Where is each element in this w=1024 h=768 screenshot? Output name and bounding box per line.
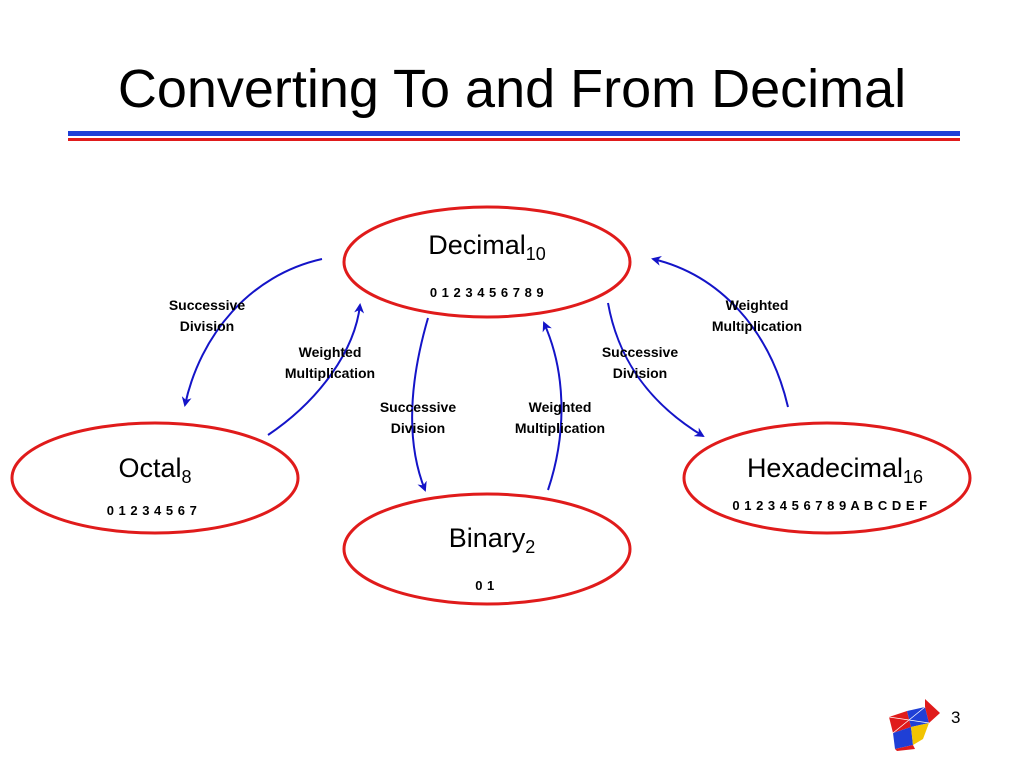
decimal-node [342, 205, 632, 319]
title-underline-blue [68, 131, 960, 136]
edge-label-decimal-to-hex: Successive Division [601, 344, 679, 381]
arrow-decimal-to-hex [607, 302, 705, 438]
edge-label-hex-to-decimal: Weighted Multiplication [711, 297, 803, 334]
arrow-octal-to-decimal [267, 303, 365, 436]
hexadecimal-node [682, 421, 972, 535]
hexadecimal-label: Hexadecimal16 [725, 453, 945, 487]
octal-base: 8 [181, 467, 192, 487]
octal-name: Octal [118, 453, 182, 483]
hexadecimal-base: 16 [903, 467, 924, 487]
edge-label-decimal-to-binary: Successive Division [379, 399, 457, 436]
octal-label: Octal8 [55, 453, 255, 487]
arrow-logo-icon [888, 699, 940, 751]
decimal-base: 10 [525, 244, 546, 264]
octal-digits: 0 1 2 3 4 5 6 7 [106, 503, 198, 518]
decimal-digits: 0 1 2 3 4 5 6 7 8 9 [429, 285, 545, 300]
edge-label-decimal-to-octal: Successive Division [168, 297, 246, 334]
decimal-name: Decimal [428, 230, 526, 260]
arrow-decimal-to-binary [411, 317, 429, 492]
arrow-decimal-to-octal [181, 258, 323, 407]
title-underline-red [68, 138, 960, 141]
hexadecimal-name: Hexadecimal [746, 453, 904, 483]
octal-node [10, 421, 300, 535]
page-number: 3 [951, 708, 961, 727]
binary-node [342, 492, 632, 606]
hexadecimal-digits: 0 1 2 3 4 5 6 7 8 9 A B C D E F [732, 498, 928, 513]
slide-title: Converting To and From Decimal [117, 59, 907, 119]
binary-base: 2 [525, 537, 536, 557]
binary-label: Binary2 [392, 523, 592, 557]
arrow-hex-to-decimal [651, 256, 789, 408]
edge-label-binary-to-decimal: Weighted Multiplication [514, 399, 606, 436]
decimal-label: Decimal10 [387, 230, 587, 264]
binary-name: Binary [448, 523, 526, 553]
edge-label-octal-to-decimal: Weighted Multiplication [284, 344, 376, 381]
arrow-binary-to-decimal [542, 321, 563, 491]
binary-digits: 0 1 [475, 578, 495, 593]
